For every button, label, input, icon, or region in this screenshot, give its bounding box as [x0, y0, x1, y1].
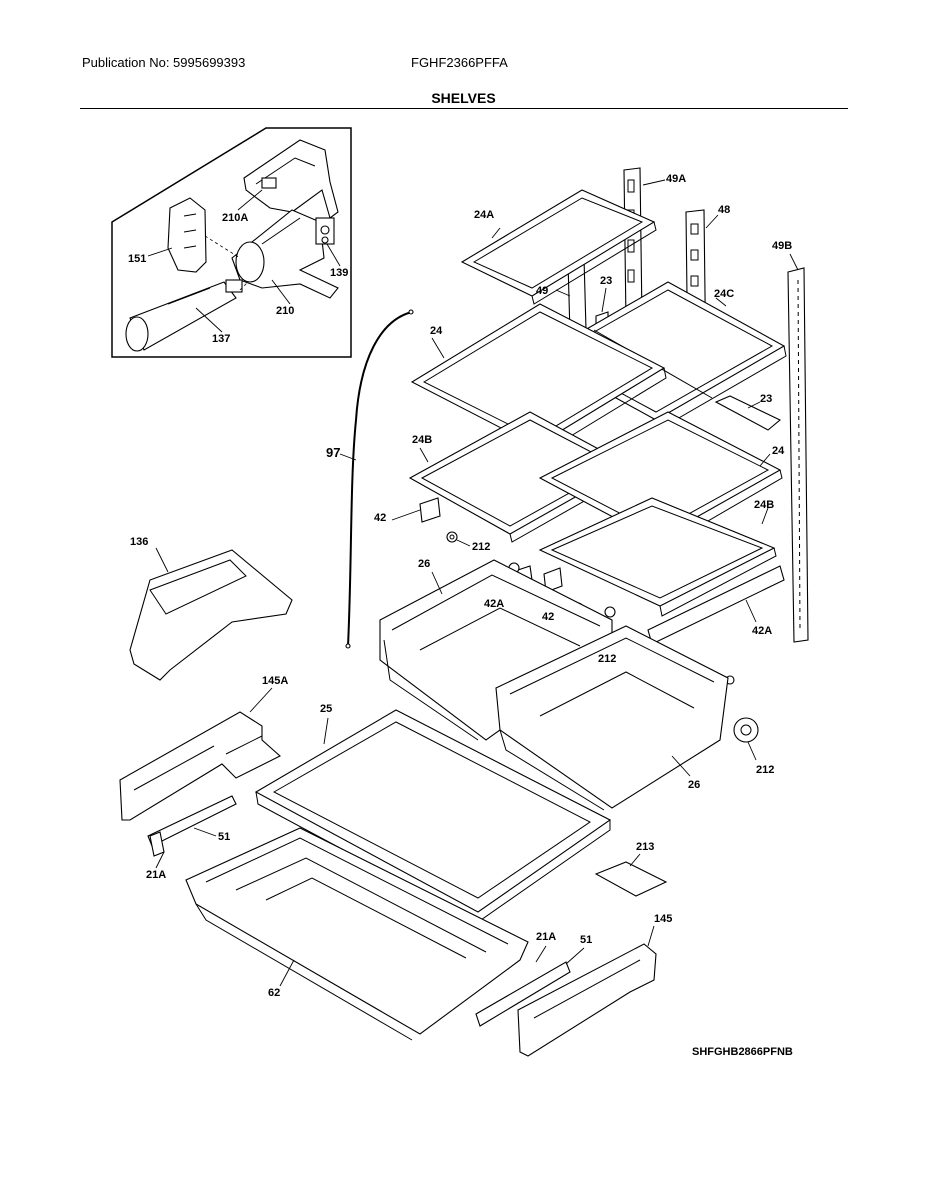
callout-145: 145 [654, 913, 672, 925]
callout-213: 213 [636, 841, 654, 853]
part-cover-136 [129, 547, 293, 681]
callout-26-right: 26 [688, 779, 700, 791]
part-bracket-42-left [391, 497, 441, 523]
part-rail-49A [623, 167, 666, 323]
callout-24B-right: 24B [754, 499, 774, 511]
callout-24B-left: 24B [412, 434, 432, 446]
callout-151: 151 [128, 253, 146, 265]
callout-210: 210 [276, 305, 294, 317]
callout-136: 136 [130, 536, 148, 548]
part-rail-23-right [714, 395, 782, 431]
filter-inset [111, 127, 352, 358]
header-divider [80, 108, 848, 109]
callout-24-middle: 24 [772, 445, 785, 457]
part-slide-51-left [147, 795, 237, 869]
callout-212-upper: 212 [472, 541, 490, 553]
callout-23-right: 23 [760, 393, 772, 405]
part-drawer-62 [185, 827, 529, 1041]
callout-51-right: 51 [580, 934, 592, 946]
callout-97: 97 [326, 445, 340, 460]
callout-49: 49 [536, 285, 548, 297]
model-number: FGHF2366PFFA [411, 55, 508, 70]
publication-number: Publication No: 5995699393 [82, 55, 246, 70]
callout-23-upper: 23 [600, 275, 612, 287]
part-filter-housing [231, 209, 339, 299]
callout-42-left: 42 [374, 512, 386, 524]
callout-24-upper: 24 [430, 325, 443, 337]
callout-51-left: 51 [218, 831, 230, 843]
callout-26-left: 26 [418, 558, 430, 570]
callout-49A: 49A [666, 173, 686, 185]
part-filter-cartridge [125, 279, 243, 352]
callout-210A: 210A [222, 212, 248, 224]
callout-25: 25 [320, 703, 332, 715]
part-shelf-24A [460, 189, 657, 305]
callout-24C: 24C [714, 288, 734, 300]
diagram-code: SHFGHB2866PFNB [692, 1046, 793, 1058]
section-title: SHELVES [431, 90, 496, 106]
part-shelf-24-upper [410, 303, 667, 457]
part-bracket-145A [119, 687, 281, 821]
part-rail-49B [787, 253, 809, 643]
callout-212-lower: 212 [756, 764, 774, 776]
callout-139: 139 [330, 267, 348, 279]
part-crisper-26-left [379, 559, 613, 741]
part-tube-97 [339, 309, 414, 649]
part-clip-213 [594, 853, 668, 897]
part-filter-cover [243, 139, 339, 219]
callout-49B: 49B [772, 240, 792, 252]
part-shelf-24B-right [538, 497, 777, 617]
part-bracket-145 [517, 925, 657, 1057]
part-filter-cap [167, 197, 207, 273]
callout-21A-left: 21A [146, 869, 166, 881]
part-crisper-26-right [495, 625, 729, 811]
callout-24A: 24A [474, 209, 494, 221]
callout-42A-right: 42A [752, 625, 772, 637]
callout-62: 62 [268, 987, 280, 999]
callout-21A-right: 21A [536, 931, 556, 943]
callout-212-center: 212 [598, 653, 616, 665]
callout-48: 48 [718, 204, 730, 216]
callout-42A-left: 42A [484, 598, 504, 610]
callout-137: 137 [212, 333, 230, 345]
part-bypass-valve [315, 217, 335, 245]
part-slide-51-right [475, 945, 585, 1027]
callout-42-center: 42 [542, 611, 554, 623]
callout-145A: 145A [262, 675, 288, 687]
